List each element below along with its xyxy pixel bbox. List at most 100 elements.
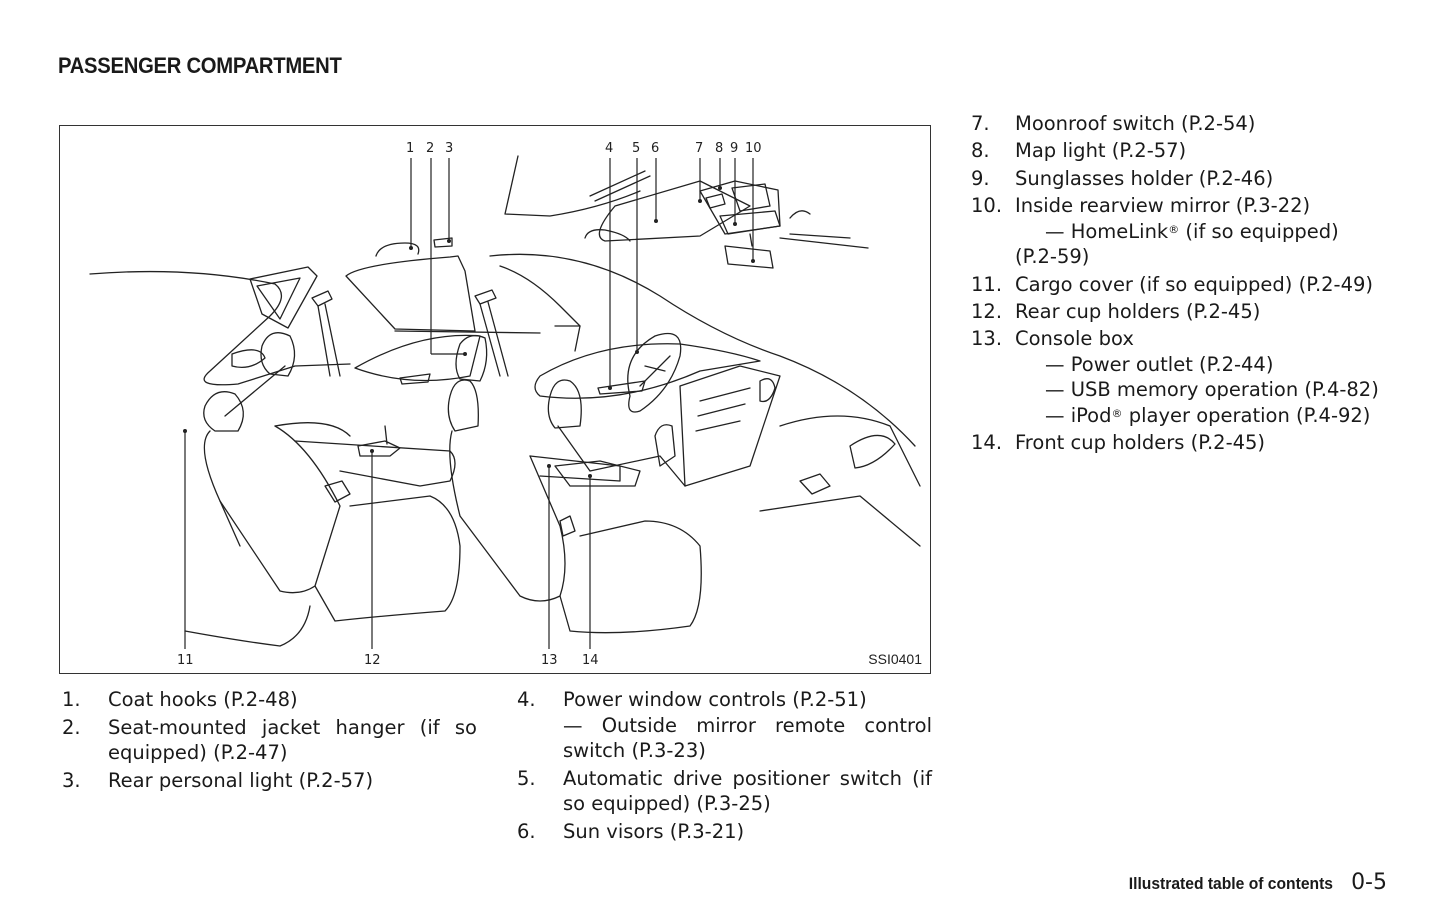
item-text: Power window controls (P.2-51): [563, 688, 867, 711]
cargo-area-outline: [89, 270, 351, 386]
item-subtext: — HomeLink® (if so equipped): [1015, 219, 1391, 245]
item-text: Inside rearview mirror (P.3-22): [1015, 194, 1311, 218]
callout-2: 2: [426, 141, 435, 156]
legend-item: 1. Coat hooks (P.2-48): [62, 687, 477, 713]
item-number: 12.: [971, 299, 1003, 323]
item-text: Cargo cover (if so equipped) (P.2-49): [1015, 272, 1374, 296]
item-subtext-continued: (P.2-59): [1015, 245, 1090, 269]
legend-item: 5. Automatic drive positioner switch (if…: [517, 766, 932, 817]
sun-visor: [598, 180, 751, 242]
legend-item: 2. Seat-mounted jacket hanger (if so equ…: [62, 715, 477, 766]
roof-line: [589, 170, 651, 202]
interior-line-drawing: [89, 155, 921, 647]
item-text: Coat hooks (P.2-48): [108, 688, 298, 711]
ipod-label: — iPod: [1045, 403, 1112, 427]
figure-code: SSI0401: [868, 651, 922, 667]
homelink-label: — HomeLink: [1045, 219, 1169, 243]
callout-leader-lines: [183, 158, 755, 649]
front-door-panel: [534, 343, 761, 399]
front-headrest-right: [547, 379, 582, 429]
callout-1: 1: [406, 141, 415, 156]
item-number: 10.: [971, 194, 1003, 218]
legend-list-middle: 4. Power window controls (P.2-51) — Outs…: [517, 687, 932, 844]
item-number: 3.: [62, 768, 81, 792]
front-headrest-left: [447, 379, 479, 432]
rear-headrest-left: [260, 332, 296, 377]
item-subtext: — USB memory operation (P.4-82): [1045, 378, 1379, 402]
item-text: Map light (P.2-57): [1015, 139, 1187, 163]
item-number: 9.: [971, 166, 990, 190]
item-number: 6.: [517, 819, 536, 843]
coat-hook-front: [584, 229, 631, 242]
callout-14: 14: [582, 653, 599, 668]
item-number: 2.: [62, 715, 81, 739]
map-light: [731, 183, 771, 212]
item-number: 1.: [62, 688, 81, 711]
shifter: [654, 424, 676, 467]
console-box: [529, 455, 621, 482]
callout-5: 5: [632, 141, 641, 156]
item-text: Seat-mounted jacket hanger (if so: [108, 715, 477, 739]
item-number: 14.: [971, 431, 1003, 455]
callout-13: 13: [541, 653, 558, 668]
item-text: Sun visors (P.3-21): [563, 819, 745, 843]
page-number: 0-5: [1351, 870, 1387, 895]
overhead-console: [699, 180, 781, 235]
rear-quarter-window: [249, 266, 318, 329]
callout-7: 7: [695, 141, 704, 156]
a-pillar: [489, 253, 916, 447]
legend-item: 7. Moonroof switch (P.2-54): [971, 111, 1391, 137]
rear-personal-light: [433, 237, 453, 248]
registered-mark: ®: [1111, 406, 1123, 420]
item-text: Moonroof switch (P.2-54): [1015, 112, 1256, 135]
legend-item: 11. Cargo cover (if so equipped) (P.2-49…: [971, 272, 1391, 298]
rear-door-handle: [399, 373, 431, 385]
rear-window: [345, 255, 476, 332]
item-number: 13.: [971, 327, 1003, 351]
item-text: Rear cup holders (P.2-45): [1015, 299, 1261, 323]
legend-item: 8. Map light (P.2-57): [971, 138, 1391, 164]
item-text: Console box: [1015, 327, 1134, 351]
item-text: Front cup holders (P.2-45): [1015, 431, 1266, 455]
legend-item: 10. Inside rearview mirror (P.3-22) — Ho…: [971, 193, 1391, 270]
callout-6: 6: [651, 141, 660, 156]
item-text: Sunglasses holder (P.2-46): [1015, 166, 1274, 190]
section-title: PASSENGER COMPARTMENT: [58, 53, 342, 78]
legend-list-left: 1. Coat hooks (P.2-48) 2. Seat-mounted j…: [62, 687, 477, 793]
item-subtext: — Outside mirror remote control: [563, 713, 932, 737]
glovebox-outline: [759, 415, 921, 547]
center-stack: [679, 365, 781, 487]
page-footer: Illustrated table of contents 0-5: [1111, 870, 1387, 895]
legend-item: 9. Sunglasses holder (P.2-46): [971, 166, 1391, 192]
item-subtext: — Power outlet (P.2-44): [1045, 352, 1274, 376]
rear-cup-holders: [357, 440, 401, 457]
item-number: 8.: [971, 139, 990, 163]
front-seat-back: [449, 430, 566, 602]
power-window-controls: [597, 380, 646, 395]
footer-section-label: Illustrated table of contents: [1128, 874, 1334, 893]
callout-10: 10: [745, 141, 762, 156]
item-text: Automatic drive positioner switch (if: [563, 766, 932, 790]
item-number: 5.: [517, 766, 536, 790]
legend-item: 12. Rear cup holders (P.2-45): [971, 299, 1391, 325]
legend-item: 3. Rear personal light (P.2-57): [62, 768, 477, 794]
dash-vent-center: [759, 378, 776, 403]
item-text: Rear personal light (P.2-57): [108, 768, 374, 792]
callout-4: 4: [605, 141, 614, 156]
legend-item: 4. Power window controls (P.2-51) — Outs…: [517, 687, 932, 764]
passenger-compartment-illustration: 1 2 3 4 5 6 7 8 9 10 11 12 13 14 SSI0401: [59, 125, 931, 674]
item-number: 4.: [517, 688, 536, 711]
seat-jacket-hanger: [455, 334, 488, 382]
cargo-light: [231, 349, 266, 369]
callout-12: 12: [364, 653, 381, 668]
item-text-continued: equipped) (P.2-47): [108, 741, 288, 764]
item-number: 7.: [971, 112, 990, 135]
front-seat-cushion: [559, 520, 702, 634]
callout-11: 11: [177, 653, 194, 668]
item-subtext: — iPod® player operation (P.4-92): [1015, 403, 1391, 429]
sunglasses-holder: [719, 210, 781, 235]
homelink-qualifier: (if so equipped): [1179, 219, 1339, 243]
callout-8: 8: [715, 141, 724, 156]
item-text-continued: so equipped) (P.3-25): [563, 792, 771, 815]
legend-item: 14. Front cup holders (P.2-45): [971, 430, 1391, 456]
